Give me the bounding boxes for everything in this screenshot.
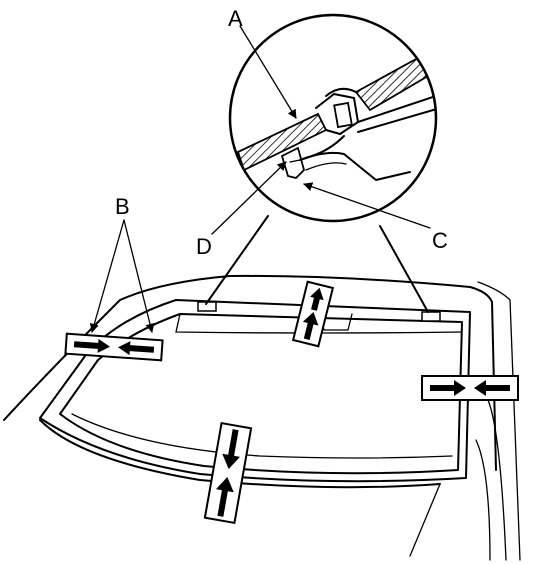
push-arrows-right — [421, 375, 519, 401]
flange-edge — [305, 162, 347, 171]
clip-head — [333, 101, 353, 129]
callout-d: D — [196, 234, 212, 259]
callout-b: B — [115, 194, 130, 219]
pillar-edge-3 — [475, 439, 491, 561]
magnifier-leader-left — [205, 215, 269, 305]
clip-stem — [280, 146, 306, 179]
trim-lower — [357, 107, 436, 133]
push-arrows-top-center — [291, 280, 335, 348]
windshield-outer-edge — [39, 299, 471, 483]
molding-lip — [325, 87, 357, 97]
body-lower-line — [39, 419, 441, 489]
door-line — [409, 483, 441, 557]
trim-upper — [357, 95, 436, 123]
lower-flange — [299, 151, 411, 181]
detail-magnifier — [205, 13, 438, 313]
car-body — [3, 274, 521, 561]
magnifier-leader-right — [379, 225, 429, 313]
roof-line — [229, 274, 493, 303]
leader-a — [239, 25, 297, 119]
clip-barb — [289, 159, 301, 163]
pillar-edge-1 — [477, 281, 521, 561]
magnifier-contents — [236, 56, 436, 181]
push-arrows-left — [64, 332, 164, 362]
windshield — [39, 299, 471, 483]
lower-inner-curve — [71, 413, 453, 459]
pillar-edge-2 — [485, 395, 507, 561]
push-arrows-bottom-center — [203, 421, 253, 525]
callout-a: A — [228, 6, 243, 31]
leader-b-left — [89, 219, 125, 333]
upper-clip-right — [421, 311, 441, 322]
leader-d — [211, 161, 287, 235]
leader-c — [303, 182, 431, 229]
windshield-inner-edge — [59, 313, 463, 475]
molding-body — [315, 93, 359, 135]
hood-line — [3, 275, 231, 421]
callout-leaders — [89, 25, 431, 333]
callout-c: C — [432, 228, 448, 253]
leader-b-right — [123, 219, 155, 333]
